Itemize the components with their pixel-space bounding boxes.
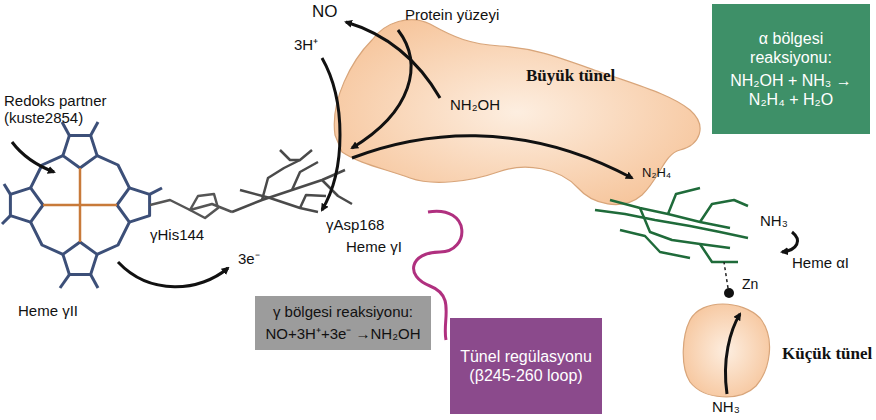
box-heading: α bölgesi reaksiyonu: <box>720 29 862 67</box>
zinc-bond <box>724 262 728 288</box>
reaction-box: γ bölgesi reaksiyonu: NO+3H⁺+3e⁻ →NH₂OH <box>255 296 431 350</box>
molecule-label: NH₃ <box>712 398 740 415</box>
box-heading: Tünel regülasyonu (β245-260 loop) <box>458 347 594 385</box>
molecule-label: NO <box>312 2 338 22</box>
iron-center <box>43 168 117 242</box>
zinc-atom <box>724 288 734 298</box>
atom-label: Zn <box>742 276 758 292</box>
region-label: Protein yüzeyi <box>405 6 499 23</box>
molecule-label: N₂H₄ <box>642 166 671 181</box>
heme-label: Heme αI <box>792 254 849 271</box>
partner-label: Redoks partner (kuste2854) <box>4 92 134 127</box>
electron-label: 3e⁻ <box>238 250 260 267</box>
residue-label: γHis144 <box>150 226 204 243</box>
residue-label: γAsp168 <box>326 216 384 233</box>
heme-label: Heme γI <box>346 238 402 255</box>
molecule-label: NH₃ <box>760 212 788 229</box>
tunnel-label: Küçük tünel <box>782 344 872 364</box>
box-heading: γ bölgesi reaksiyonu: <box>273 303 413 321</box>
tunnel-label: Büyük tünel <box>526 66 615 86</box>
box-body: NH₂OH + NH₃ → N₂H₄ + H₂O <box>720 71 862 109</box>
large-tunnel <box>334 20 700 205</box>
regulation-box: Tünel regülasyonu (β245-260 loop) <box>450 318 602 414</box>
his144-sticks <box>150 194 232 218</box>
molecule-label: NH₂OH <box>450 96 500 113</box>
reaction-box: α bölgesi reaksiyonu: NH₂OH + NH₃ → N₂H₄ … <box>712 4 870 134</box>
small-tunnel <box>683 304 769 397</box>
heme-alpha-i <box>595 188 748 262</box>
flow-arrows <box>12 22 797 394</box>
heme-gamma-ii <box>2 122 162 288</box>
box-body: NO+3H⁺+3e⁻ →NH₂OH <box>265 325 420 343</box>
heme-label: Heme γII <box>18 302 78 319</box>
molecule-label: 3H⁺ <box>294 36 318 53</box>
